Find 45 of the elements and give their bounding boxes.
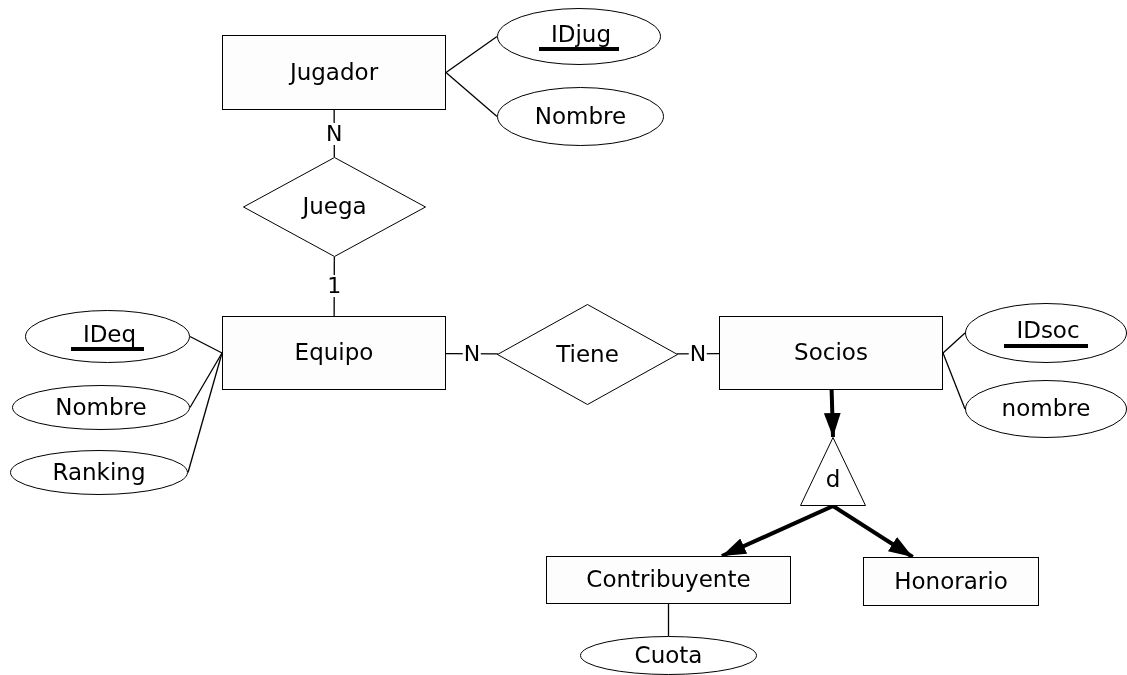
relationship-name: Tiene — [556, 341, 619, 368]
attribute-name: nombre — [1001, 396, 1091, 422]
entity-name: Jugador — [289, 59, 379, 86]
entity-name: Contribuyente — [586, 567, 751, 593]
attribute-ellipse — [965, 380, 1127, 438]
connector-line — [189, 352, 223, 409]
connector-line — [445, 71, 498, 118]
attribute-ellipse — [497, 8, 661, 65]
connector-line — [445, 35, 498, 74]
relationship-diamond — [243, 157, 426, 257]
arrow — [823, 389, 841, 438]
entity-box — [863, 557, 1039, 606]
attribute-name: Ranking — [52, 459, 146, 486]
attribute-ellipse — [965, 303, 1127, 363]
attribute-name: Nombre — [534, 103, 627, 130]
cardinality-label: N — [325, 122, 344, 145]
specialization-triangle — [800, 437, 866, 506]
attribute-ellipse — [25, 310, 190, 363]
arrow — [721, 504, 834, 558]
connector-line — [189, 335, 223, 354]
entity-name: Honorario — [894, 568, 1008, 595]
entity-box — [222, 35, 446, 110]
entity-name: Socios — [794, 340, 868, 366]
arrow — [831, 504, 914, 559]
disjoint-label: d — [825, 466, 841, 492]
key-attribute-name: IDjug — [538, 21, 620, 52]
attribute-ellipse — [12, 385, 190, 430]
entity-name: Equipo — [294, 340, 374, 366]
relationship-name: Juega — [302, 194, 367, 220]
attribute-name: Nombre — [55, 394, 147, 421]
attribute-name: Cuota — [634, 642, 703, 669]
attribute-ellipse — [580, 636, 757, 675]
cardinality-label: 1 — [326, 275, 343, 298]
relationship-diamond — [497, 304, 678, 405]
key-attribute-name: IDsoc — [1004, 318, 1088, 348]
connector-line — [667, 603, 670, 637]
entity-box — [546, 556, 791, 604]
attribute-ellipse — [497, 87, 664, 146]
key-attribute-name: IDeq — [70, 321, 145, 352]
connector-line — [942, 332, 966, 354]
entity-box — [719, 316, 943, 390]
connector-line — [942, 352, 966, 410]
entity-box — [222, 316, 446, 390]
attribute-ellipse — [10, 450, 188, 495]
connector-line — [187, 352, 223, 474]
